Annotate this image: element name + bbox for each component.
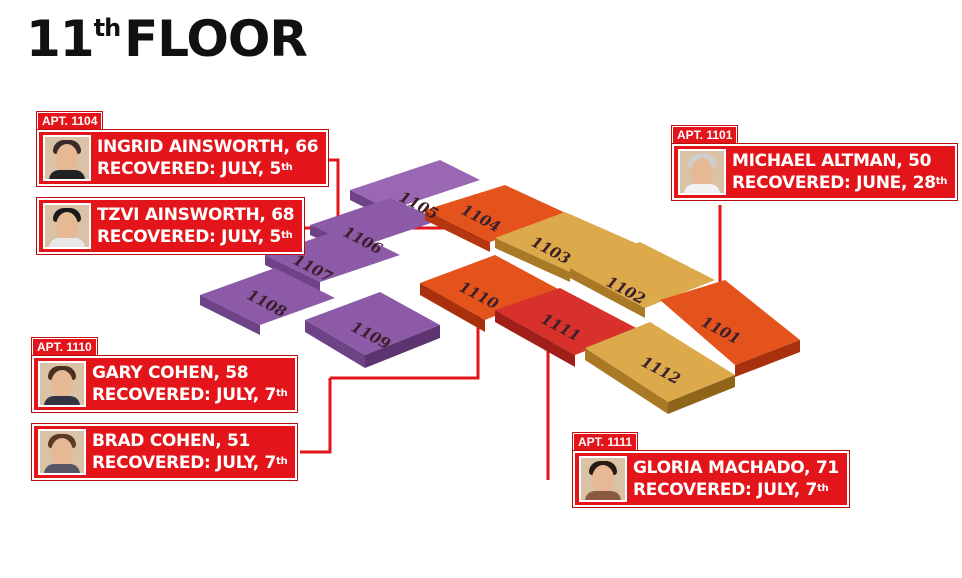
apt-label: APT. 1101	[672, 126, 738, 144]
resident-info: MICHAEL ALTMAN, 50 RECOVERED: JUNE, 28th	[732, 150, 955, 194]
purple-wing	[200, 160, 480, 368]
main-wing	[420, 185, 800, 414]
resident-photo	[678, 149, 726, 195]
resident-name: TZVI AINSWORTH, 68	[97, 205, 295, 225]
recovery-date: RECOVERED: JUNE, 28th	[732, 173, 948, 193]
page-title: 11thFLOOR	[26, 10, 308, 68]
resident-name: MICHAEL ALTMAN, 50	[732, 151, 932, 171]
apt-label: APT. 1111	[573, 433, 638, 451]
resident-card: GLORIA MACHADO, 71 RECOVERED: JULY, 7th	[573, 451, 849, 507]
resident-name: GARY COHEN, 58	[92, 363, 249, 383]
resident-name: BRAD COHEN, 51	[92, 431, 251, 451]
recovery-date: RECOVERED: JULY, 5th	[97, 159, 293, 179]
resident-photo	[38, 429, 86, 475]
resident-photo	[38, 361, 86, 407]
resident-card: BRAD COHEN, 51 RECOVERED: JULY, 7th	[32, 424, 298, 480]
resident-photo	[43, 135, 91, 181]
resident-photo	[579, 456, 627, 502]
resident-info: INGRID AINSWORTH, 66 RECOVERED: JULY, 5t…	[97, 136, 326, 180]
resident-name: INGRID AINSWORTH, 66	[97, 137, 319, 157]
recovery-date: RECOVERED: JULY, 5th	[97, 227, 293, 247]
resident-info: BRAD COHEN, 51 RECOVERED: JULY, 7th	[92, 430, 295, 474]
recovery-date: RECOVERED: JULY, 7th	[633, 480, 829, 500]
resident-info: GLORIA MACHADO, 71 RECOVERED: JULY, 7th	[633, 457, 847, 501]
resident-name: GLORIA MACHADO, 71	[633, 458, 839, 478]
recovery-date: RECOVERED: JULY, 7th	[92, 385, 288, 405]
resident-info: GARY COHEN, 58 RECOVERED: JULY, 7th	[92, 362, 295, 406]
recovery-date: RECOVERED: JULY, 7th	[92, 453, 288, 473]
resident-photo	[43, 203, 91, 249]
resident-card: INGRID AINSWORTH, 66 RECOVERED: JULY, 5t…	[37, 130, 329, 186]
resident-card: TZVI AINSWORTH, 68 RECOVERED: JULY, 5th	[37, 198, 305, 254]
apt-label: APT. 1110	[32, 338, 97, 356]
apt-label: APT. 1104	[37, 112, 103, 130]
resident-info: TZVI AINSWORTH, 68 RECOVERED: JULY, 5th	[97, 204, 302, 248]
resident-card: MICHAEL ALTMAN, 50 RECOVERED: JUNE, 28th	[672, 144, 958, 200]
resident-card: GARY COHEN, 58 RECOVERED: JULY, 7th	[32, 356, 298, 412]
